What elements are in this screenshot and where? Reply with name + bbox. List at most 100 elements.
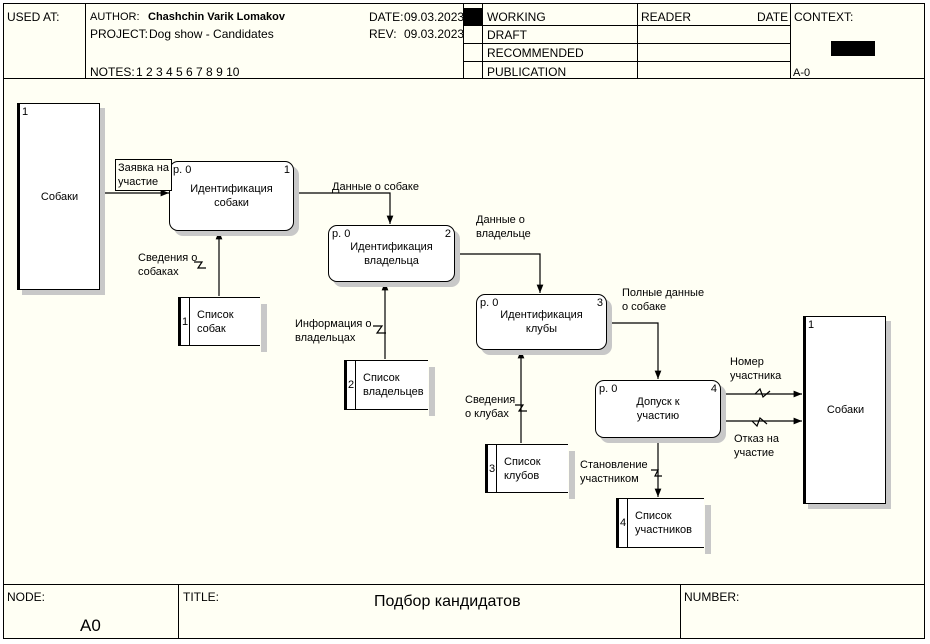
date-label: DATE: xyxy=(369,10,404,24)
flow-label-registration: Становление участником xyxy=(580,459,648,485)
flow-label-club-info: Сведения о клубах xyxy=(465,394,516,420)
footer-divider xyxy=(680,584,681,639)
header-divider xyxy=(637,3,638,78)
store-number: 1 xyxy=(182,315,189,328)
flow-label-dog-data: Данные о собаке xyxy=(332,181,419,193)
flow-label-owner-data: Данные о владельце xyxy=(476,214,531,240)
store-name: Список участников xyxy=(635,510,693,536)
squiggle xyxy=(194,261,206,269)
store-name: Список клубов xyxy=(504,455,541,482)
store-number-divider xyxy=(189,298,190,345)
process-prefix: p. 0 xyxy=(332,228,351,240)
data-store-dogs-list[interactable]: 1 Список собак xyxy=(178,297,267,352)
arrow-owner-data xyxy=(455,253,544,293)
store-number-divider xyxy=(496,445,497,492)
store-number: 2 xyxy=(348,379,355,391)
entity-name: Собаки xyxy=(40,190,79,203)
process-name: Идентификация клубы xyxy=(500,309,583,335)
process-prefix: p. 0 xyxy=(480,297,499,309)
header-divider xyxy=(463,3,464,78)
reader-label: READER xyxy=(641,10,692,24)
notes-label: NOTES: xyxy=(90,65,135,79)
store-number: 3 xyxy=(489,462,496,475)
header-row-line xyxy=(463,61,790,62)
squiggle xyxy=(754,387,771,399)
process-number: 4 xyxy=(710,383,717,395)
author-label: AUTHOR: xyxy=(90,11,140,23)
diagram-title: Подбор кандидатов xyxy=(374,593,521,610)
process-number: 2 xyxy=(444,228,451,240)
header-divider xyxy=(85,3,86,78)
flow-label-refusal: Отказ на участие xyxy=(734,433,779,459)
store-shadow xyxy=(569,451,575,499)
footer-top-border xyxy=(3,584,925,585)
squiggle xyxy=(651,469,662,477)
flow-label-owner-info: Информация о владельцах xyxy=(295,318,372,344)
external-entity-dogs-output[interactable]: 1 Собаки xyxy=(803,316,886,504)
squiggle xyxy=(373,325,386,334)
store-shadow xyxy=(429,367,435,416)
rev-value: 09.03.2023 xyxy=(404,27,465,41)
date-value: 09.03.2023 xyxy=(404,10,465,24)
process-name: Идентификация собаки xyxy=(190,183,273,209)
entity-number: 1 xyxy=(22,106,29,118)
store-number-divider xyxy=(355,361,356,409)
arrow-dog-data xyxy=(294,192,394,224)
squiggle xyxy=(515,404,527,412)
process-identify-club[interactable]: p. 0 3 Идентификация клубы xyxy=(476,294,607,350)
data-store-owners-list[interactable]: 2 Список владельцев xyxy=(344,360,435,416)
process-prefix: p. 0 xyxy=(599,383,618,395)
status-draft: DRAFT xyxy=(487,28,527,42)
store-number-divider xyxy=(627,499,628,547)
footer-divider xyxy=(178,584,179,639)
process-admission[interactable]: p. 0 4 Допуск к участию xyxy=(595,380,721,438)
working-status-marker xyxy=(464,8,482,25)
process-identify-dog[interactable]: p. 0 1 Идентификация собаки xyxy=(169,161,294,231)
reader-date-label: DATE xyxy=(757,10,789,24)
title-label: TITLE: xyxy=(183,590,220,604)
flow-label-full-data: Полные данные о собаке xyxy=(622,287,705,313)
entity-name: Собаки xyxy=(826,404,865,416)
data-store-clubs-list[interactable]: 3 Список клубов xyxy=(485,444,575,499)
header-bottom-border xyxy=(3,78,925,79)
status-publication: PUBLICATION xyxy=(487,65,567,79)
node-label: NODE: xyxy=(7,590,46,604)
store-name: Список владельцев xyxy=(363,372,424,398)
project-value: Dog show - Candidates xyxy=(149,27,274,41)
notes-value: 1 2 3 4 5 6 7 8 9 10 xyxy=(136,65,240,79)
status-recommended: RECOMMENDED xyxy=(487,46,584,60)
arrow-full-data xyxy=(607,322,662,379)
process-number: 1 xyxy=(283,164,290,176)
store-name: Список собак xyxy=(197,308,234,335)
status-working: WORKING xyxy=(487,10,546,24)
store-shadow xyxy=(261,304,267,352)
header-divider xyxy=(790,3,791,78)
header-row-line xyxy=(463,43,790,44)
context-node: A-0 xyxy=(793,67,811,79)
header-divider xyxy=(482,3,483,78)
used-at-label: USED AT: xyxy=(7,10,60,24)
process-name: Идентификация владельца xyxy=(350,240,433,267)
context-thumbnail xyxy=(831,41,875,56)
process-name: Допуск к участию xyxy=(636,396,680,422)
store-number: 4 xyxy=(620,517,627,529)
squiggle xyxy=(751,416,768,428)
project-label: PROJECT: xyxy=(90,27,149,41)
flow-label-application: Заявка на участие xyxy=(115,159,172,191)
rev-label: REV: xyxy=(369,27,397,41)
process-identify-owner[interactable]: p. 0 2 Идентификация владельца xyxy=(328,225,455,282)
node-value: A0 xyxy=(80,616,101,635)
entity-number: 1 xyxy=(808,319,815,331)
author-value: Chashchin Varik Lomakov xyxy=(148,11,285,23)
process-number: 3 xyxy=(596,297,603,309)
flow-label-participant-no: Номер участника xyxy=(730,356,782,382)
external-entity-dogs[interactable]: 1 Собаки xyxy=(17,103,100,290)
data-store-participants-list[interactable]: 4 Список участников xyxy=(616,498,711,554)
diagram-frame xyxy=(3,3,925,639)
flow-label-dog-info: Сведения о собаках xyxy=(138,252,198,278)
number-label: NUMBER: xyxy=(684,590,740,604)
header-row-line xyxy=(463,25,790,26)
store-shadow xyxy=(705,505,711,554)
context-label: CONTEXT: xyxy=(794,10,854,24)
